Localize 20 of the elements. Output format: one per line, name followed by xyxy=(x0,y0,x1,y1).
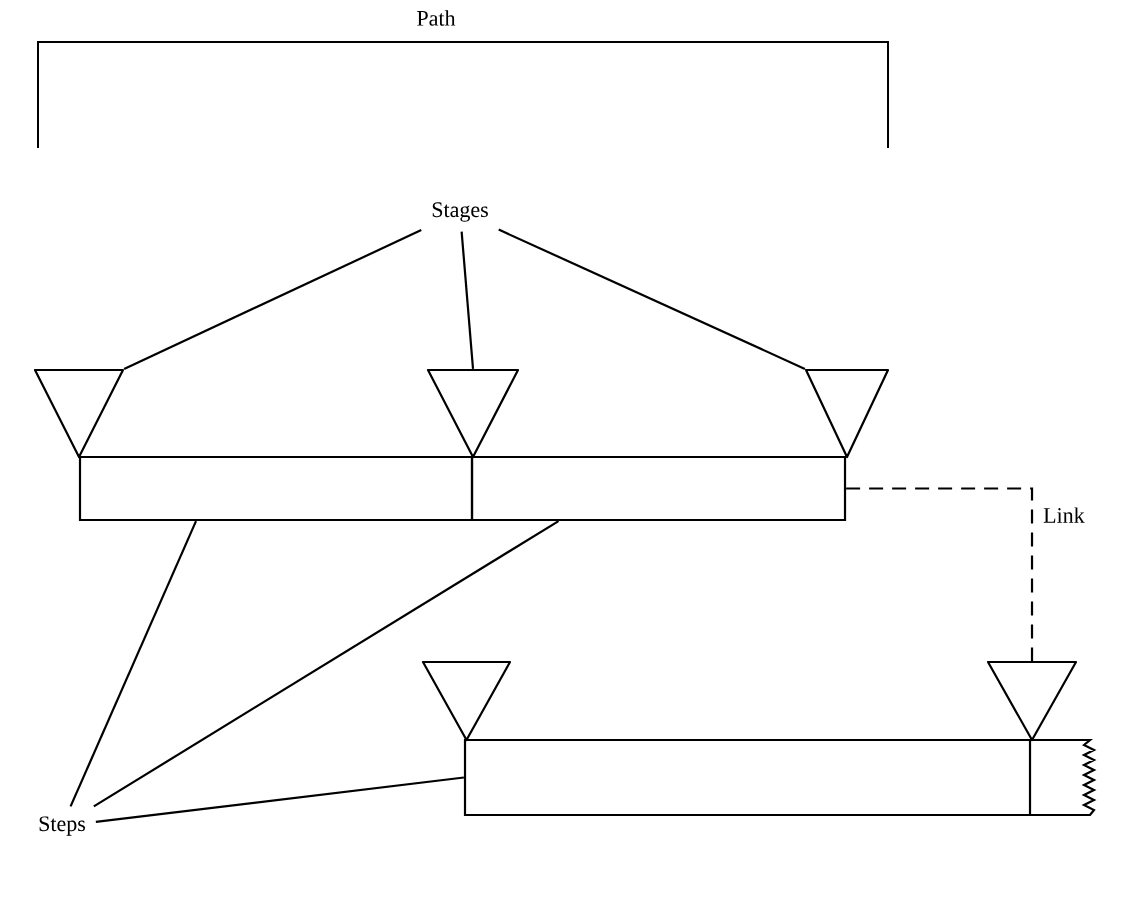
label: Path xyxy=(417,10,456,26)
triangle xyxy=(421,660,512,742)
leader-line xyxy=(95,776,465,824)
leader-line xyxy=(460,231,475,369)
text-label: Steps xyxy=(39,816,86,836)
leader-line xyxy=(498,228,806,370)
broken-box xyxy=(1030,738,1097,817)
box xyxy=(78,455,474,522)
triangle xyxy=(986,660,1078,742)
box xyxy=(470,455,847,522)
leader-line xyxy=(93,520,560,808)
text-label: Stages xyxy=(432,202,488,222)
triangle xyxy=(33,368,125,459)
leader-line xyxy=(123,229,422,370)
dashed-connector xyxy=(846,487,1034,661)
box xyxy=(463,738,1032,817)
triangle xyxy=(426,368,520,459)
triangle xyxy=(804,368,890,459)
edge-label: Link xyxy=(1041,505,1087,525)
leader-line xyxy=(69,520,197,807)
